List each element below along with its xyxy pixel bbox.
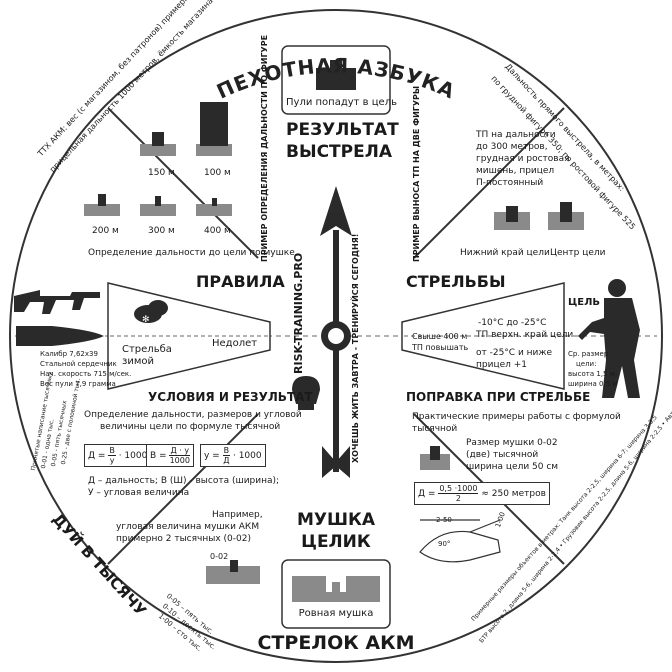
divider-line [107,413,259,565]
practice-title-line1: Практические примеры работы с формулой [412,412,621,422]
rifle-icon [14,290,100,314]
aim-low-label: Нижний край цели [460,248,550,258]
target-size-line2: цели: [576,360,597,368]
result-title-line2: ВЫСТРЕЛА [286,142,392,162]
hand-angle-icon [419,519,501,563]
bullet-icon [16,326,104,346]
hand-label-b: 90° [438,540,451,548]
example-figure-icon [230,560,238,572]
conditions-title: УСЛОВИЯ И РЕЗУЛЬТАТ [148,390,313,404]
distance-side-title: ПРИМЕР ОПРЕДЕЛЕНИЯ ДАЛЬНОСТИ ПО ФИГУРЕ [260,34,269,262]
left-window-winter-line2: зимой [122,356,154,367]
distance-caption: Определение дальности до цели по мушке [88,248,295,258]
hand-label-a: 2-50 [436,516,452,524]
example-line3: примерно 2 тысячных (0-02) [116,534,251,544]
distance-targets [84,144,232,216]
distance-label: 400 м [204,226,231,236]
aim-desc-line: мишень, прицел [476,166,555,176]
formula-title-line1: Определение дальности, размеров и углово… [84,410,302,420]
aim-side-title: ПРИМЕР ВЫНОСА ТП НА ДВЕ ФИГУРЫ [412,85,421,262]
left-window-undershoot: Недолет [212,338,258,349]
cartridge-speed: Нач. скорость 715 м/сек. [40,370,132,378]
center-rivet-inner [326,326,346,346]
soldier-silhouette-icon [578,279,640,398]
distance-label: 100 м [204,168,231,178]
front-sight-icon [292,576,380,602]
practice-figure-icon [430,446,440,460]
divider-line [413,107,565,259]
example-line2: угловая величина мушки АКМ [116,522,260,532]
right-window-line2: ТП повышать [412,343,469,352]
target-icon [316,60,356,90]
example-line1: Например, [212,510,263,520]
aim-center-label: Центр цели [550,248,606,258]
bottom-window-label: Ровная мушка [298,608,374,619]
right-window-temp2-line1: от -25°С и ниже [476,348,553,358]
aim-desc-line: грудная и ростовая [476,154,570,164]
left-window-winter-line1: Стрельба [122,344,172,355]
snow-cloud-icon: ✻ [134,300,168,325]
target-size-line4: ширина 0,5 м [568,380,618,388]
aim-desc-line: до 300 метров, [476,142,548,152]
svg-text:✻: ✻ [142,315,150,325]
top-window-label: Пули попадут в цель [286,97,397,108]
sight-title-line2: ЦЕЛИК [301,532,371,552]
formula-title-line2: величины цели по формуле тысячной [100,422,281,432]
example-sight-icon [206,566,260,584]
cartridge-core: Стальной сердечник [40,360,117,368]
right-window-temp1-line2: ТП верхн. край цели [476,330,574,340]
formula-legend-line1: Д – дальность; В (Ш) - высота (ширина); [88,476,280,486]
practice-size-line1: Размер мушки 0-02 [466,438,558,448]
right-window-temp1-line1: -10°С до -25°С [478,318,547,328]
cartridge-caliber: Калибр 7,62х39 [40,350,98,358]
correction-title: ПОПРАВКА ПРИ СТРЕЛЬБЕ [406,390,591,404]
right-window-temp2-line2: прицел +1 [476,360,527,370]
right-window-line1: Свыше 400 м [412,332,468,341]
firing-title: СТРЕЛЬБЫ [406,272,506,291]
practice-size-line3: ширина цели 50 см [466,462,559,472]
practice-size-line2: (две) тысячной [466,450,539,460]
practice-title-line2: тысячной [412,424,458,434]
bottom-title: СТРЕЛОК АКМ [257,632,415,654]
target-label: ЦЕЛЬ [568,297,601,308]
distance-label: 300 м [148,226,175,236]
practice-sight-icon [420,454,450,470]
target-size-line3: высота 1,5 м, [568,370,618,378]
formula-legend-line2: У – угловая величина [88,488,190,498]
rules-title: ПРАВИЛА [196,272,285,291]
aim-desc-line: ТП на дальности [476,130,556,140]
distance-label: 200 м [92,226,119,236]
divider-line [107,107,259,259]
slogan-label: ХОЧЕШЬ ЖИТЬ ЗАВТРА - ТРЕНИРУЙСЯ СЕГОДНЯ! [351,233,360,463]
sight-title-line1: МУШКА [296,510,376,530]
site-label: RISK-TRAINING.PRO [292,252,305,374]
distance-label: 150 м [148,168,175,178]
aim-desc-line: П-постоянный [476,178,544,188]
result-title-line1: РЕЗУЛЬТАТ [286,120,399,140]
target-size-line1: Ср. размер [568,350,609,358]
skull-logo-icon [292,376,320,410]
cartridge-weight: Вес пули 7,9 грамма [40,380,116,388]
example-mark: 0-02 [210,552,229,561]
aim-figures [506,202,572,222]
figure-silhouettes [98,102,228,206]
